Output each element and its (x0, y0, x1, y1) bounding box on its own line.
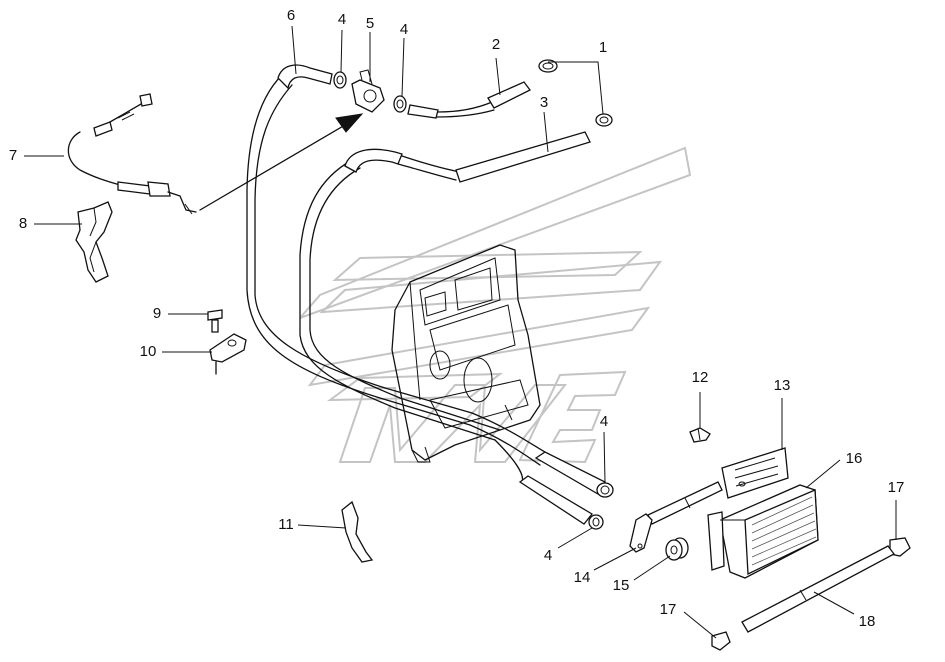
callout-4-top-left: 4 (338, 11, 346, 28)
callout-labels: 1 2 3 4 5 4 6 7 8 9 10 11 12 13 4 16 17 … (9, 7, 905, 630)
part-2-hose-short (407, 81, 531, 119)
part-4-clamp-lower-upper (596, 482, 614, 498)
part-17-bracket-left (711, 631, 731, 651)
part-4-clamp-top-right (393, 95, 407, 113)
callout-8: 8 (19, 215, 27, 232)
part-11-strap (341, 500, 374, 563)
part-7-control-cable (67, 93, 197, 215)
callout-18: 18 (859, 613, 876, 630)
part-15-grommet (665, 537, 689, 561)
callout-2: 2 (492, 36, 500, 53)
callout-6: 6 (287, 7, 295, 24)
watermark-logo (299, 146, 692, 464)
part-17-bracket-right (889, 520, 911, 557)
leader-lines (24, 25, 897, 639)
callout-10: 10 (140, 343, 157, 360)
part-1-cap-upper (538, 59, 558, 73)
part-1-cap-lower (595, 113, 613, 127)
part-4-clamp-top-left (333, 71, 347, 89)
part-14-lever (629, 513, 653, 553)
heater-housing (391, 244, 541, 463)
assembly-arrow (199, 113, 364, 211)
part-5-heater-valve (351, 69, 385, 113)
callout-4-lower: 4 (544, 547, 552, 564)
part-12-clip (689, 427, 711, 443)
part-16-heater-core (707, 484, 819, 579)
callout-17-right: 17 (888, 479, 905, 496)
part-10-clip (209, 333, 247, 375)
callout-14: 14 (574, 569, 591, 586)
callout-3: 3 (540, 94, 548, 111)
part-18-tube (741, 545, 895, 633)
callout-1: 1 (599, 39, 607, 56)
part-3-hose-long (344, 131, 591, 183)
callout-16: 16 (846, 450, 863, 467)
part-8-bracket (75, 201, 113, 283)
callout-15: 15 (613, 577, 630, 594)
callout-7: 7 (9, 147, 17, 164)
callout-13: 13 (774, 377, 791, 394)
callout-4-lower-upper: 4 (600, 413, 608, 430)
callout-12: 12 (692, 369, 709, 386)
callout-5: 5 (366, 15, 374, 32)
callout-11: 11 (278, 516, 294, 533)
callout-4-top-right: 4 (400, 21, 408, 38)
part-6-hose-elbow (277, 64, 333, 90)
long-hose-lines (246, 74, 546, 483)
callout-9: 9 (153, 305, 161, 322)
part-13-seal-plate (721, 447, 789, 499)
lower-hose-left (518, 475, 593, 525)
part-9-bolt (207, 309, 223, 333)
part-4-clamp-lower (588, 514, 604, 530)
callout-17-left: 17 (660, 601, 677, 618)
